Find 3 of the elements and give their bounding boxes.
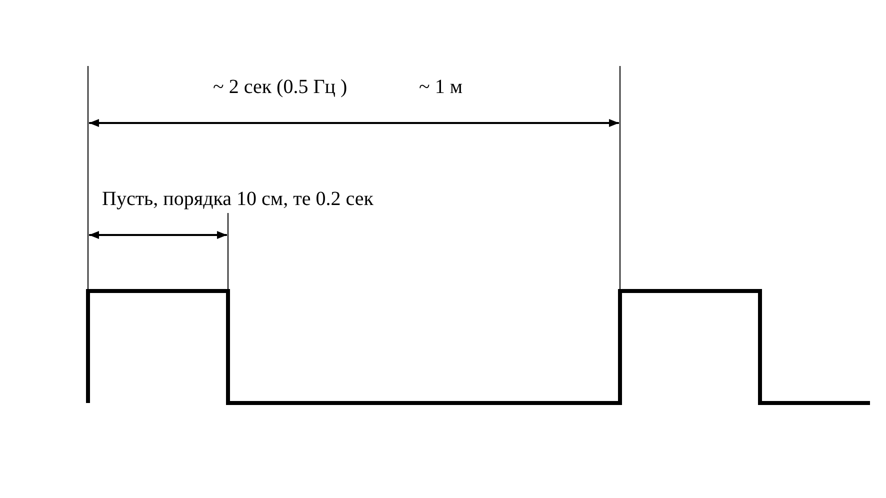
annotation-text: Пусть, порядка 10 см, те 0.2 сек [102,187,374,211]
annotation-text: ~ 1 м [419,75,462,99]
annotation-text: ~ 2 сек (0.5 Гц ) [213,75,348,99]
